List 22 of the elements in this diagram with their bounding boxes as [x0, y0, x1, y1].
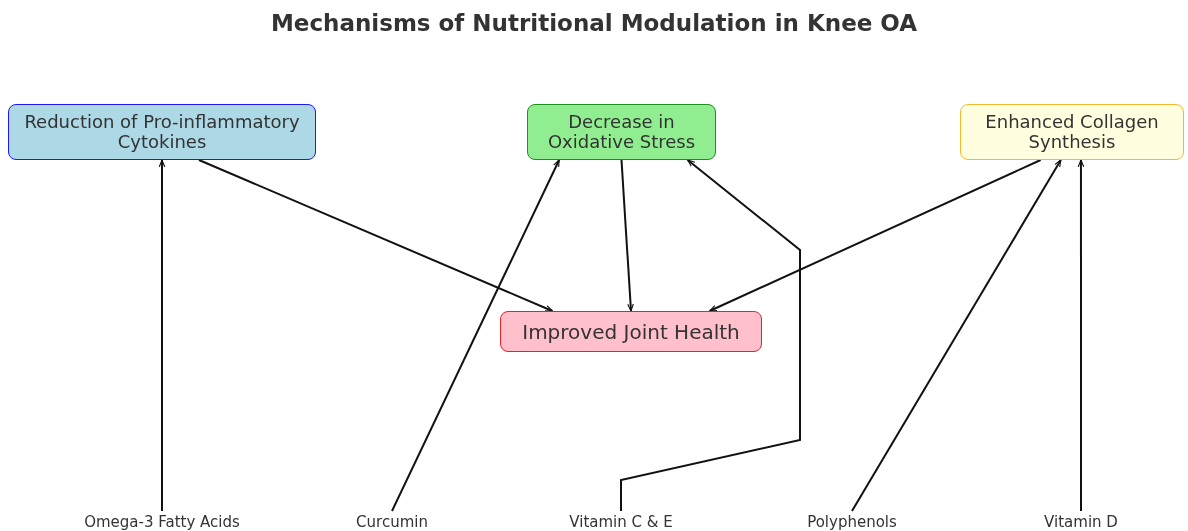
mechanism-box — [500, 311, 762, 352]
arrow — [1077, 159, 1085, 512]
arrow — [391, 159, 561, 512]
arrow — [197, 159, 554, 312]
nutrient-label: Curcumin — [356, 513, 428, 531]
mechanism-box — [960, 104, 1184, 160]
box-label: Decrease in Oxidative Stress — [546, 112, 697, 152]
box-label: Improved Joint Health — [522, 320, 740, 343]
box-label: Enhanced Collagen Synthesis — [984, 112, 1160, 152]
mechanism-box — [8, 104, 316, 160]
arrow — [158, 159, 166, 512]
arrow — [620, 159, 801, 512]
mechanism-box — [527, 104, 716, 160]
arrow — [851, 159, 1062, 512]
box-label: Reduction of Pro-inflammatory Cytokines — [23, 112, 301, 152]
arrow — [708, 159, 1042, 312]
nutrient-label: Omega-3 Fatty Acids — [84, 513, 240, 531]
nutrient-label: Vitamin C & E — [569, 513, 673, 531]
diagram-title: Mechanisms of Nutritional Modulation in Knee OA — [270, 10, 918, 36]
nutrient-label: Polyphenols — [807, 513, 897, 531]
nutrient-label: Vitamin D — [1044, 513, 1118, 531]
arrow — [620, 159, 634, 312]
